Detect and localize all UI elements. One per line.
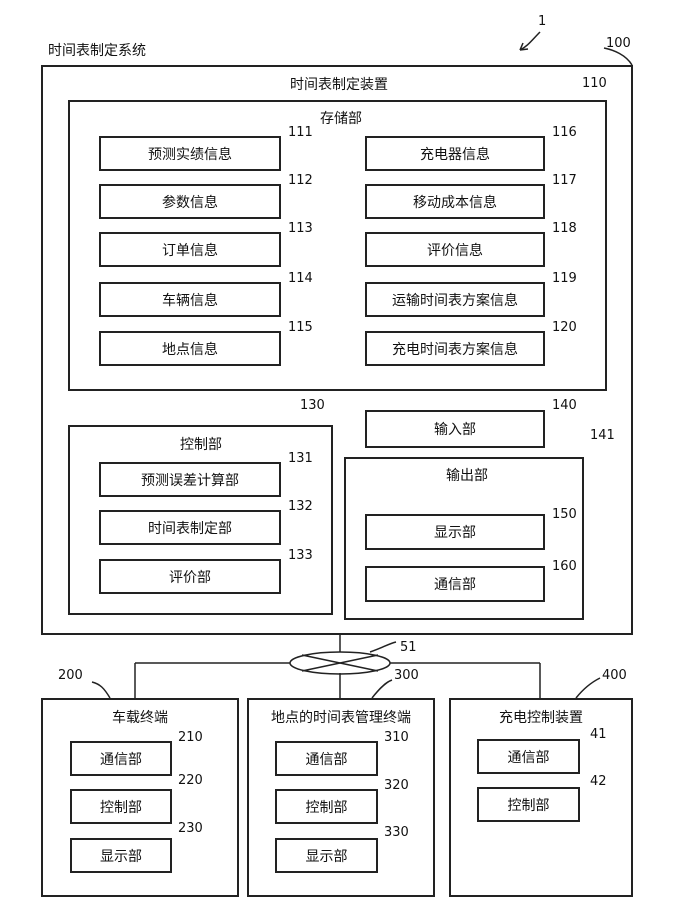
item-ref: 150 [552,507,577,522]
control-item: 预测误差计算部 [99,462,281,497]
item-ref: 330 [384,825,409,840]
item-ref: 112 [288,173,313,188]
terminal-item: 控制部 [477,787,580,822]
terminal-item: 控制部 [70,789,172,824]
input-ref: 140 [552,398,577,413]
storage-item: 参数信息 [99,184,281,219]
network-ref: 51 [400,640,417,655]
item-ref: 113 [288,221,313,236]
item-ref: 119 [552,271,577,286]
system-title: 时间表制定系统 [48,40,146,60]
site-terminal-title: 地点的时间表管理终端 [247,707,435,727]
storage-ref: 110 [582,76,607,91]
control-item: 评价部 [99,559,281,594]
terminal-item: 通信部 [275,741,378,776]
item-ref: 131 [288,451,313,466]
terminal-ref: 300 [394,668,419,683]
item-ref: 115 [288,320,313,335]
terminal-ref: 400 [602,668,627,683]
device-title: 时间表制定装置 [0,74,678,94]
storage-item: 订单信息 [99,232,281,267]
item-ref: 220 [178,773,203,788]
storage-item: 充电时间表方案信息 [365,331,545,366]
storage-item: 充电器信息 [365,136,545,171]
storage-title: 存储部 [320,108,362,128]
storage-item: 运输时间表方案信息 [365,282,545,317]
item-ref: 116 [552,125,577,140]
item-ref: 133 [288,548,313,563]
item-ref: 118 [552,221,577,236]
control-item: 时间表制定部 [99,510,281,545]
terminal-ref: 200 [58,668,83,683]
charge-control-title: 充电控制装置 [449,707,633,727]
terminal-item: 通信部 [477,739,580,774]
terminal-item: 显示部 [275,838,378,873]
output-item: 显示部 [365,514,545,550]
input-box: 输入部 [365,410,545,448]
system-box-ref: 100 [606,36,631,51]
storage-item: 移动成本信息 [365,184,545,219]
terminal-item: 控制部 [275,789,378,824]
control-title: 控制部 [180,434,222,454]
output-title: 输出部 [446,465,488,485]
item-ref: 132 [288,499,313,514]
system-ref: 1 [538,14,546,29]
item-ref: 310 [384,730,409,745]
storage-item: 评价信息 [365,232,545,267]
output-ref: 141 [590,428,615,443]
item-ref: 117 [552,173,577,188]
item-ref: 114 [288,271,313,286]
item-ref: 41 [590,727,607,742]
storage-item: 预测实绩信息 [99,136,281,171]
item-ref: 230 [178,821,203,836]
item-ref: 210 [178,730,203,745]
storage-item: 车辆信息 [99,282,281,317]
item-ref: 160 [552,559,577,574]
item-ref: 120 [552,320,577,335]
item-ref: 111 [288,125,313,140]
control-ref: 130 [300,398,325,413]
terminal-item: 通信部 [70,741,172,776]
terminal-item: 显示部 [70,838,172,873]
item-ref: 42 [590,774,607,789]
storage-item: 地点信息 [99,331,281,366]
item-ref: 320 [384,778,409,793]
vehicle-terminal-title: 车载终端 [41,707,239,727]
output-item: 通信部 [365,566,545,602]
